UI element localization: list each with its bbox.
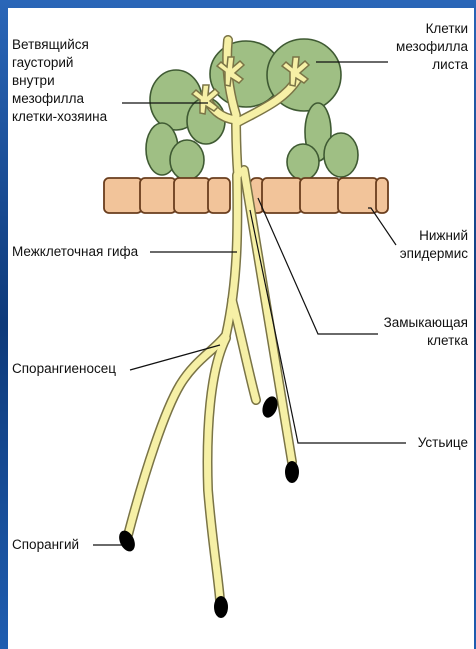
label-lower-epidermis: Нижний эпидермис xyxy=(400,227,468,263)
label-mesophyll-cells: Клетки мезофилла листа xyxy=(396,20,468,74)
sporangium-2 xyxy=(214,596,228,618)
label-guard-cell: Замыкающая клетка xyxy=(384,314,468,350)
label-intercellular-hypha: Межклеточная гифа xyxy=(12,243,138,261)
label-sporangium: Спорангий xyxy=(12,536,79,554)
label-haustorium: Ветвящийся гаусторий внутри мезофилла кл… xyxy=(12,36,107,126)
label-pointers xyxy=(93,62,406,545)
pointer-guard-cell xyxy=(258,198,378,334)
sporangium-4 xyxy=(285,461,299,483)
sporangium-1 xyxy=(116,528,138,554)
label-stoma: Устьице xyxy=(418,434,468,452)
label-sporangiophore: Спорангиеносец xyxy=(12,360,116,378)
